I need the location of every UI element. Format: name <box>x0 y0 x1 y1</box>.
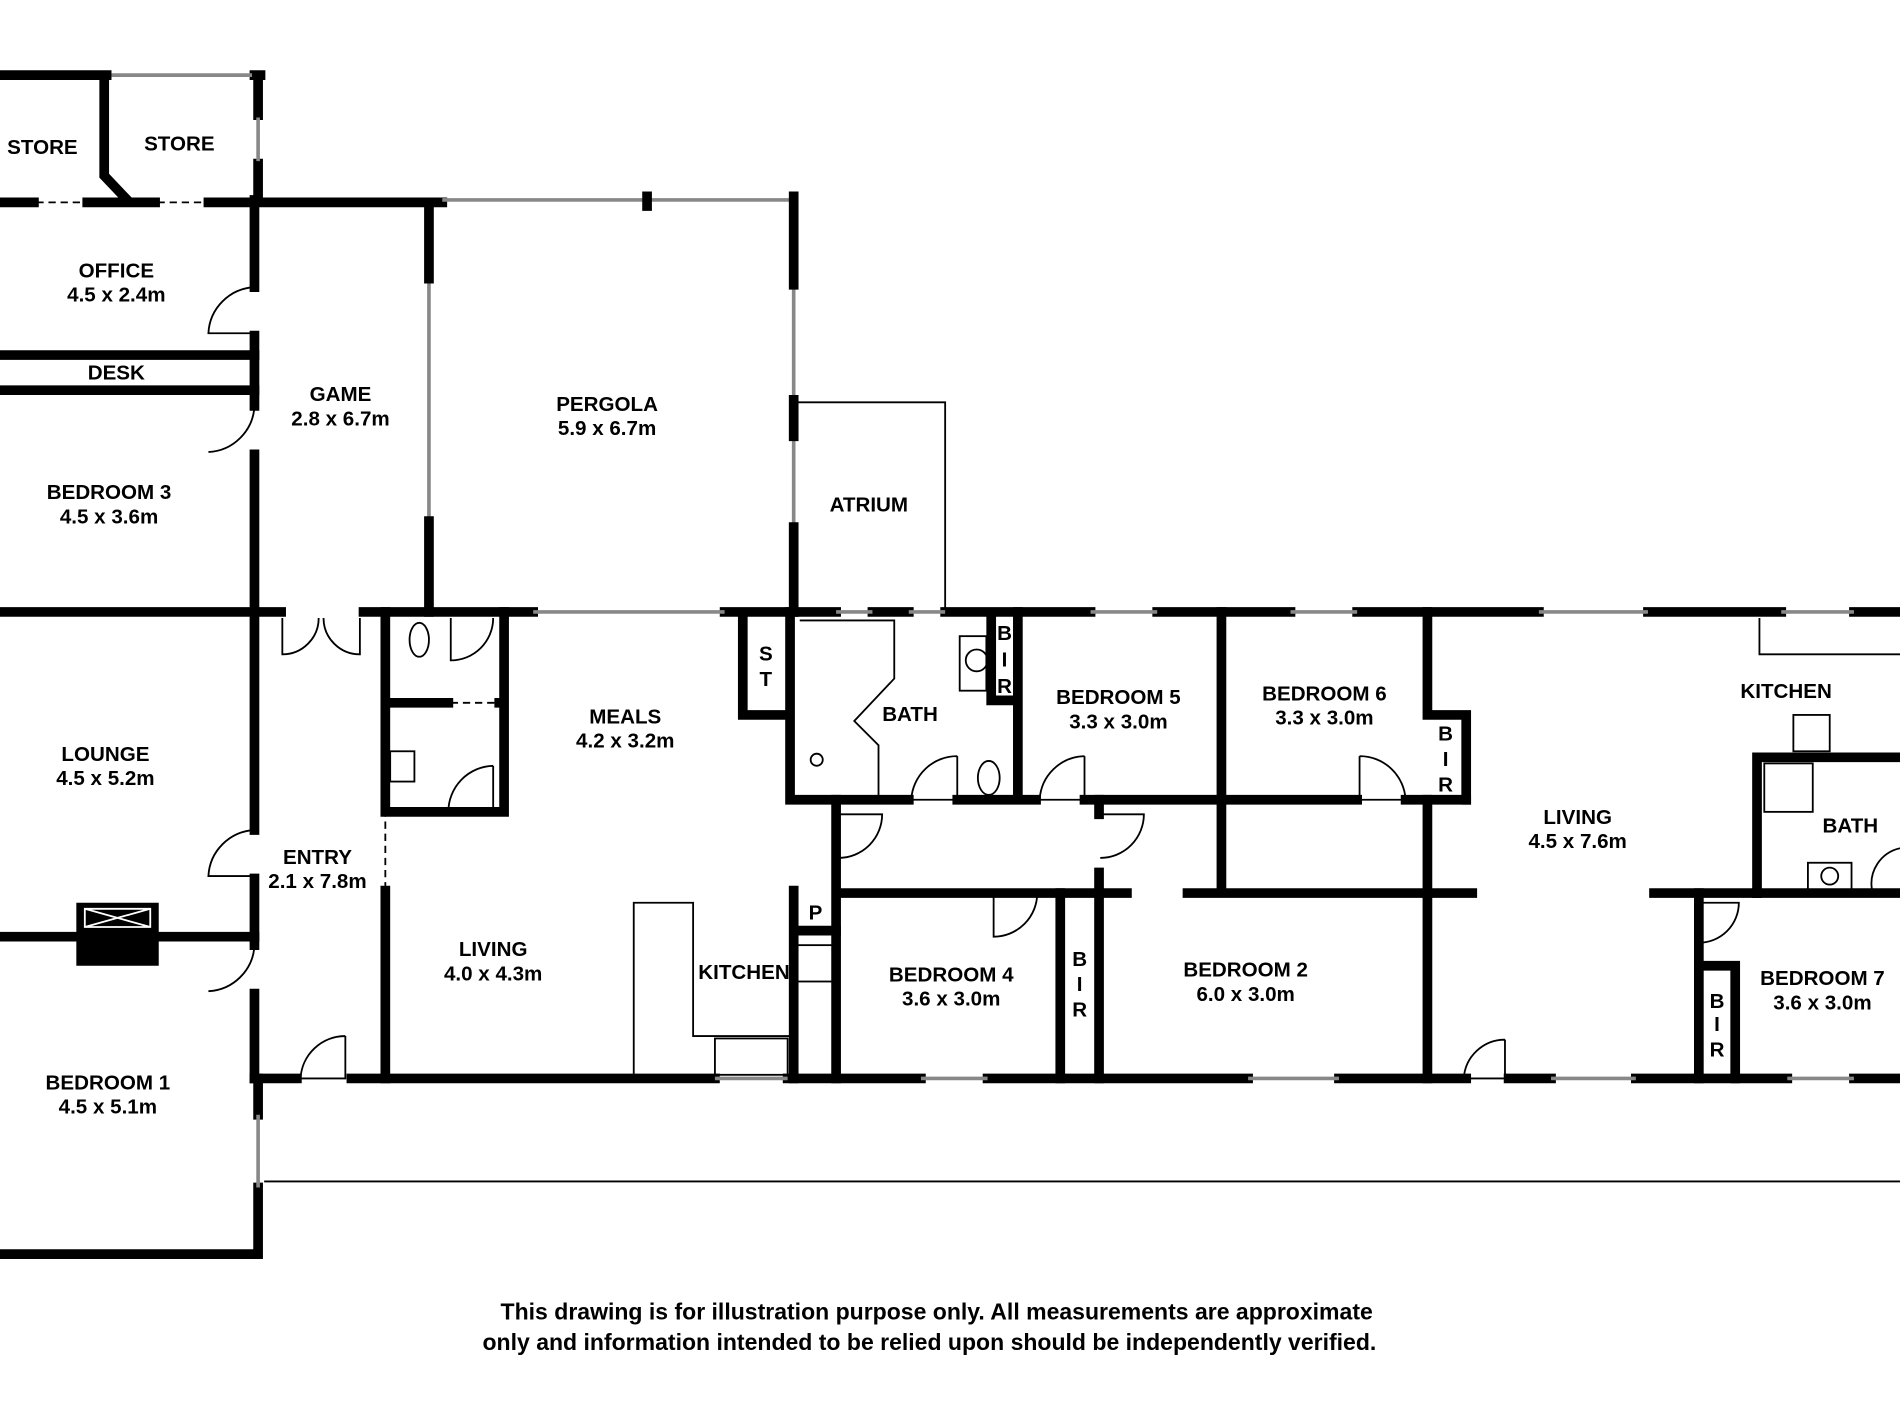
svg-text:2.8 x 6.7m: 2.8 x 6.7m <box>291 407 389 430</box>
storage-st: ST <box>759 642 773 690</box>
svg-text:BEDROOM 6: BEDROOM 6 <box>1262 682 1387 705</box>
svg-text:R: R <box>997 675 1012 698</box>
svg-text:BEDROOM 2: BEDROOM 2 <box>1183 959 1308 982</box>
svg-text:4.5 x 2.4m: 4.5 x 2.4m <box>67 284 165 307</box>
svg-text:BEDROOM 7: BEDROOM 7 <box>1760 967 1885 990</box>
svg-text:BATH: BATH <box>882 703 938 726</box>
pantry: P <box>809 902 823 925</box>
svg-text:STORE: STORE <box>144 132 215 155</box>
svg-text:LIVING: LIVING <box>1543 806 1612 829</box>
svg-text:BEDROOM 5: BEDROOM 5 <box>1056 686 1181 709</box>
svg-text:BEDROOM 3: BEDROOM 3 <box>47 481 172 504</box>
room-bedroom-3: BEDROOM 34.5 x 3.6m <box>47 481 172 528</box>
svg-text:4.5 x 5.2m: 4.5 x 5.2m <box>56 767 154 790</box>
svg-text:B: B <box>1438 722 1453 745</box>
bir-bedroom-4: BIR <box>1072 948 1087 1022</box>
svg-text:OFFICE: OFFICE <box>79 259 154 282</box>
room-bedroom-5: BEDROOM 53.3 x 3.0m <box>1056 686 1181 733</box>
walls <box>0 70 1900 1259</box>
svg-text:R: R <box>1710 1039 1725 1062</box>
room-bedroom-1: BEDROOM 14.5 x 5.1m <box>46 1071 171 1118</box>
bir-bedroom-7: BIR <box>1710 990 1725 1061</box>
svg-text:4.5 x 5.1m: 4.5 x 5.1m <box>59 1096 157 1119</box>
svg-text:STORE: STORE <box>7 136 78 159</box>
svg-text:I: I <box>1002 648 1008 671</box>
svg-text:LIVING: LIVING <box>459 938 528 961</box>
svg-text:I: I <box>1443 748 1449 771</box>
room-store-2: STORE <box>144 132 215 155</box>
svg-text:R: R <box>1438 773 1453 796</box>
svg-text:4.2 x 3.2m: 4.2 x 3.2m <box>576 730 674 753</box>
svg-text:ATRIUM: ATRIUM <box>830 493 908 516</box>
doors <box>207 286 1900 1080</box>
svg-text:4.5 x 7.6m: 4.5 x 7.6m <box>1528 830 1626 853</box>
svg-text:GAME: GAME <box>310 383 372 406</box>
disclaimer: This drawing is for illustration purpose… <box>482 1299 1376 1355</box>
svg-text:R: R <box>1072 999 1087 1022</box>
svg-text:I: I <box>1077 973 1083 996</box>
svg-text:T: T <box>760 668 773 691</box>
svg-text:4.5 x 3.6m: 4.5 x 3.6m <box>60 505 158 528</box>
svg-text:B: B <box>1710 990 1725 1013</box>
svg-text:P: P <box>809 902 823 925</box>
svg-text:5.9 x 6.7m: 5.9 x 6.7m <box>558 417 656 440</box>
svg-text:MEALS: MEALS <box>589 705 661 728</box>
room-bath-2: BATH <box>1823 814 1879 837</box>
svg-text:BEDROOM 1: BEDROOM 1 <box>46 1071 171 1094</box>
svg-text:3.6 x 3.0m: 3.6 x 3.0m <box>1773 991 1871 1014</box>
svg-text:DESK: DESK <box>88 361 145 384</box>
room-kitchen-2: KITCHEN <box>1740 680 1831 703</box>
svg-text:ENTRY: ENTRY <box>283 846 352 869</box>
svg-text:6.0 x 3.0m: 6.0 x 3.0m <box>1196 983 1294 1006</box>
room-kitchen-1: KITCHEN <box>698 961 789 984</box>
room-atrium: ATRIUM <box>830 493 908 516</box>
bir-bedroom-6: BIR <box>1438 722 1453 796</box>
svg-text:LOUNGE: LOUNGE <box>61 743 149 766</box>
svg-text:B: B <box>997 622 1012 645</box>
svg-text:I: I <box>1714 1013 1720 1036</box>
svg-text:BATH: BATH <box>1823 814 1879 837</box>
room-bedroom-2: BEDROOM 26.0 x 3.0m <box>1183 959 1308 1006</box>
fireplace <box>76 902 159 966</box>
room-bath-1: BATH <box>882 703 938 726</box>
svg-text:KITCHEN: KITCHEN <box>1740 680 1831 703</box>
room-store-1: STORE <box>7 136 78 159</box>
svg-text:This drawing is for illustrati: This drawing is for illustration purpose… <box>501 1299 1373 1325</box>
svg-text:2.1 x 7.8m: 2.1 x 7.8m <box>268 870 366 893</box>
svg-text:3.6 x 3.0m: 3.6 x 3.0m <box>902 988 1000 1011</box>
svg-text:3.3 x 3.0m: 3.3 x 3.0m <box>1275 707 1373 730</box>
room-bedroom-4: BEDROOM 43.6 x 3.0m <box>889 964 1014 1011</box>
svg-text:4.0 x 4.3m: 4.0 x 4.3m <box>444 962 542 985</box>
svg-text:KITCHEN: KITCHEN <box>698 961 789 984</box>
svg-text:PERGOLA: PERGOLA <box>556 393 658 416</box>
svg-text:B: B <box>1072 948 1087 971</box>
room-desk: DESK <box>88 361 145 384</box>
room-bedroom-6: BEDROOM 63.3 x 3.0m <box>1262 682 1387 729</box>
svg-text:3.3 x 3.0m: 3.3 x 3.0m <box>1069 710 1167 733</box>
svg-text:BEDROOM 4: BEDROOM 4 <box>889 964 1014 987</box>
svg-text:S: S <box>759 642 773 665</box>
bir-bath: BIR <box>997 622 1012 698</box>
room-bedroom-7: BEDROOM 73.6 x 3.0m <box>1760 967 1885 1014</box>
svg-text:only and information intended: only and information intended to be reli… <box>482 1329 1376 1355</box>
